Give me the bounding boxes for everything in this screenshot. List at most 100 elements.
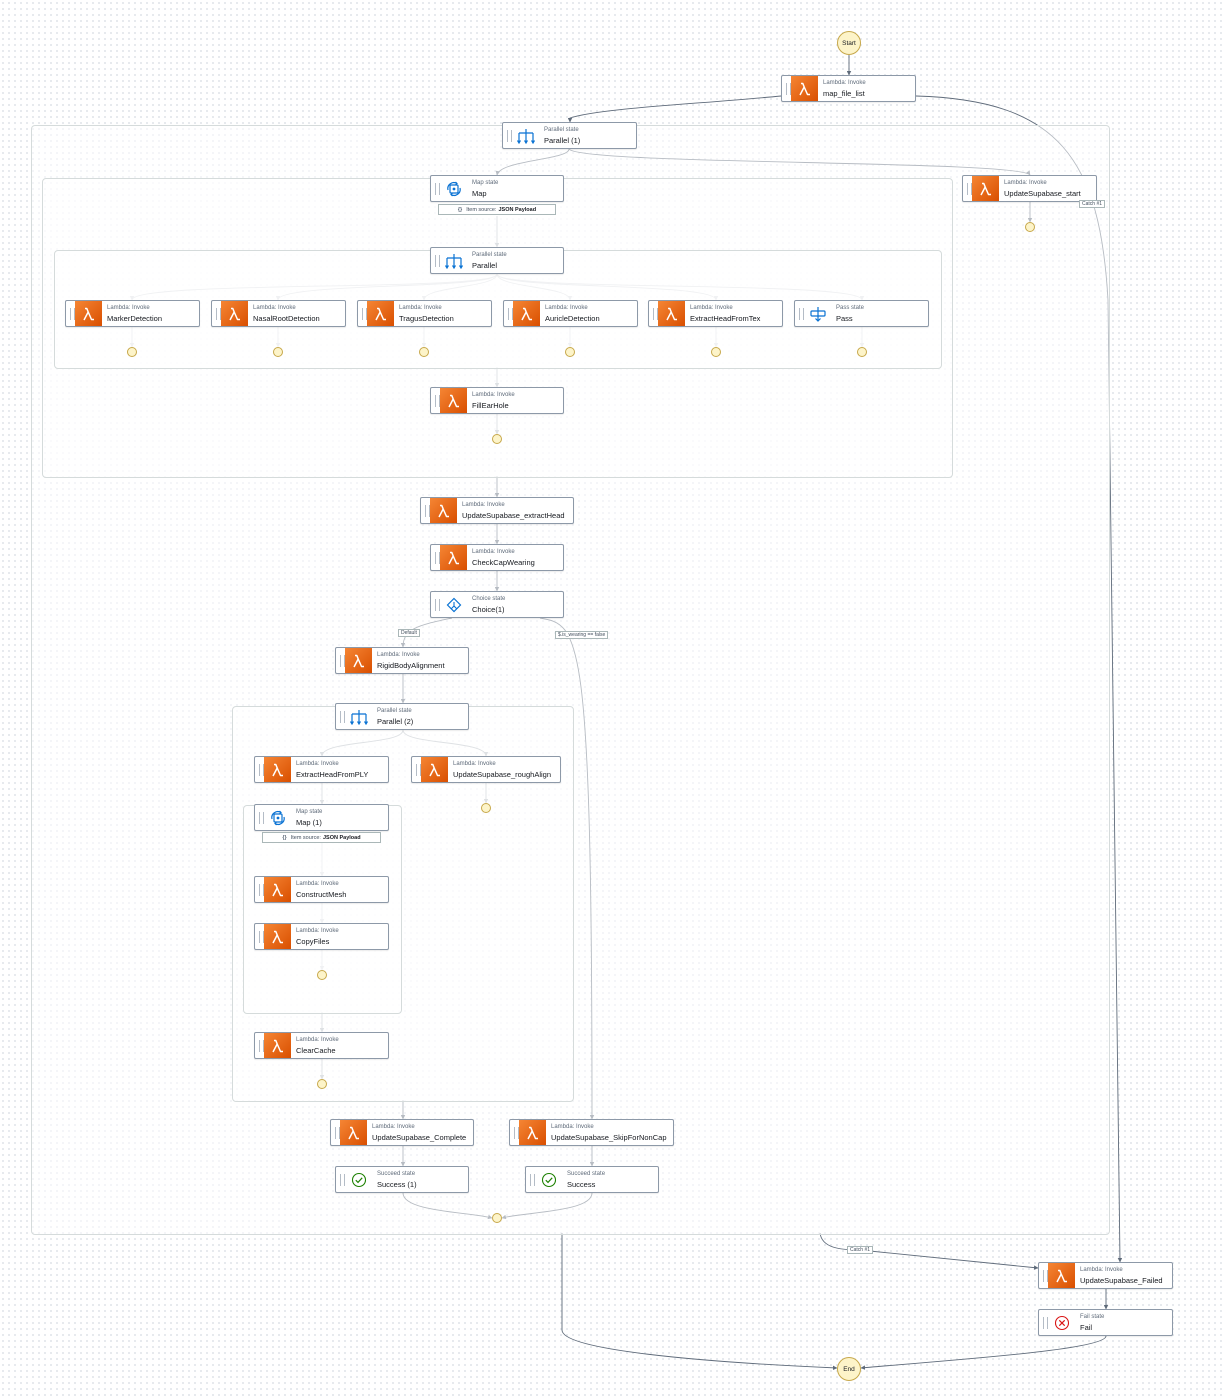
state-success[interactable]: Succeed state Success [525,1166,659,1193]
state-nasal-root-detection[interactable]: Lambda: Invoke NasalRootDetection [211,300,346,327]
drag-handle[interactable] [340,655,345,667]
drag-handle[interactable] [507,130,512,142]
state-extract-head-from-tex[interactable]: Lambda: Invoke ExtractHeadFromTex [648,300,783,327]
state-update-supabase-start[interactable]: Lambda: Invoke UpdateSupabase_start [962,175,1097,202]
drag-handle[interactable] [435,552,440,564]
state-type: Parallel state [544,127,579,133]
drag-handle[interactable] [435,599,440,611]
item-source-value: JSON Payload [322,834,361,841]
drag-handle[interactable] [340,1174,345,1186]
drag-handle[interactable] [799,308,804,320]
state-parallel[interactable]: Parallel state Parallel [430,247,564,274]
catch-label-start[interactable]: Catch #1 [1079,200,1106,208]
state-type: Lambda: Invoke [253,305,296,311]
drag-handle[interactable] [508,308,513,320]
state-fill-ear-hole[interactable]: Lambda: Invoke FillEarHole [430,387,564,414]
map-icon [440,176,467,201]
state-name: FillEarHole [472,401,509,410]
state-name: ExtractHeadFromTex [690,314,761,323]
drag-handle[interactable] [335,1127,340,1139]
branch-end-tragus [419,347,429,357]
item-source-value: JSON Payload [498,206,537,213]
drag-handle[interactable] [362,308,367,320]
state-parallel-2[interactable]: Parallel state Parallel (2) [335,703,469,730]
braces-icon: {} [457,206,463,213]
drag-handle[interactable] [786,83,791,95]
state-success-1[interactable]: Succeed state Success (1) [335,1166,469,1193]
branch-end-clear-cache [317,1079,327,1089]
item-source-label: Item source: [466,206,497,213]
drag-handle[interactable] [425,505,430,517]
drag-handle[interactable] [416,764,421,776]
drag-handle[interactable] [216,308,221,320]
drag-handle[interactable] [435,395,440,407]
drag-handle[interactable] [435,183,440,195]
state-update-supabase-rough-align[interactable]: Lambda: Invoke UpdateSupabase_roughAlign [411,756,561,783]
drag-handle[interactable] [259,884,264,896]
start-label: Start [842,39,856,47]
state-extract-head-from-ply[interactable]: Lambda: Invoke ExtractHeadFromPLY [254,756,389,783]
lambda-icon [264,757,291,782]
choice-icon [440,592,467,617]
state-rigid-body-alignment[interactable]: Lambda: Invoke RigidBodyAlignment [335,647,469,674]
state-choice-1[interactable]: Choice state Choice(1) [430,591,564,618]
state-update-supabase-complete[interactable]: Lambda: Invoke UpdateSupabase_Complete [330,1119,474,1146]
default-label[interactable]: Default [398,629,420,637]
state-map-file-list[interactable]: Lambda: Invoke map_file_list [781,75,916,102]
drag-handle[interactable] [259,812,264,824]
state-name: Fail [1080,1323,1093,1332]
check-circle-icon [345,1167,372,1192]
end-terminal[interactable]: End [837,1357,861,1381]
drag-handle[interactable] [435,255,440,267]
state-type: Lambda: Invoke [399,305,442,311]
drag-handle[interactable] [259,1040,264,1052]
catch-label-parallel[interactable]: Catch #1 [847,1246,874,1254]
drag-handle[interactable] [1043,1317,1048,1329]
drag-handle[interactable] [70,308,75,320]
state-update-supabase-failed[interactable]: Lambda: Invoke UpdateSupabase_Failed [1038,1262,1173,1289]
lambda-icon [421,757,448,782]
drag-handle[interactable] [967,183,972,195]
state-name: AuricleDetection [545,314,600,323]
state-name: Choice(1) [472,605,505,614]
lambda-icon [264,877,291,902]
state-construct-mesh[interactable]: Lambda: Invoke ConstructMesh [254,876,389,903]
drag-handle[interactable] [530,1174,535,1186]
condition-label[interactable]: $.is_wearing == false [555,631,609,639]
drag-handle[interactable] [259,931,264,943]
start-terminal[interactable]: Start [837,31,861,55]
state-clear-cache[interactable]: Lambda: Invoke ClearCache [254,1032,389,1059]
drag-handle[interactable] [259,764,264,776]
state-map-1[interactable]: Map state Map (1) [254,804,389,831]
branch-end-extract-tex [711,347,721,357]
drag-handle[interactable] [1043,1270,1048,1282]
state-type: Fail state [1080,1314,1105,1320]
state-check-cap-wearing[interactable]: Lambda: Invoke CheckCapWearing [430,544,564,571]
state-type: Lambda: Invoke [377,652,420,658]
state-tragus-detection[interactable]: Lambda: Invoke TragusDetection [357,300,492,327]
state-name: Pass [836,314,853,323]
state-update-supabase-extract-head[interactable]: Lambda: Invoke UpdateSupabase_extractHea… [420,497,574,524]
state-auricle-detection[interactable]: Lambda: Invoke AuricleDetection [503,300,638,327]
state-pass[interactable]: Pass state Pass [794,300,929,327]
state-type: Lambda: Invoke [296,928,339,934]
branch-end-nasal [273,347,283,357]
state-name: UpdateSupabase_start [1004,189,1081,198]
state-name: map_file_list [823,89,865,98]
state-parallel-1[interactable]: Parallel state Parallel (1) [502,122,637,149]
state-type: Lambda: Invoke [472,392,515,398]
state-type: Lambda: Invoke [551,1124,594,1130]
state-map[interactable]: Map state Map [430,175,564,202]
branch-end-fill-ear-hole [492,434,502,444]
state-marker-detection[interactable]: Lambda: Invoke MarkerDetection [65,300,200,327]
state-update-supabase-skip[interactable]: Lambda: Invoke UpdateSupabase_SkipForNon… [509,1119,674,1146]
drag-handle[interactable] [340,711,345,723]
drag-handle[interactable] [514,1127,519,1139]
drag-handle[interactable] [653,308,658,320]
state-type: Parallel state [377,708,412,714]
state-name: Map [472,189,487,198]
state-copy-files[interactable]: Lambda: Invoke CopyFiles [254,923,389,950]
state-name: Parallel [472,261,498,270]
state-fail[interactable]: Fail state Fail [1038,1309,1173,1336]
